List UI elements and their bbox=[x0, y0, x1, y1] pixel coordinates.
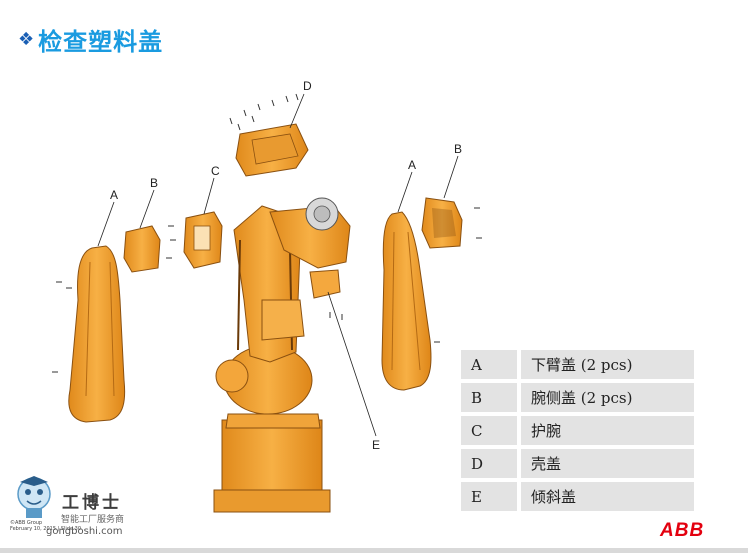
abb-logo: ABB bbox=[660, 520, 705, 541]
part-description: 腕侧盖 (2 pcs) bbox=[521, 383, 694, 412]
lower-arm-cover-left bbox=[68, 245, 126, 423]
screw-set-d bbox=[229, 93, 299, 131]
part-description: 下臂盖 (2 pcs) bbox=[521, 350, 694, 379]
wrist-side-cover-right bbox=[421, 197, 463, 249]
callout-a-right: A bbox=[408, 158, 416, 172]
footer-rule bbox=[0, 548, 748, 553]
abb-copyright: ©ABB Group bbox=[10, 520, 43, 526]
callout-a-left: A bbox=[110, 188, 118, 202]
housing-cover bbox=[235, 123, 309, 177]
part-description: 倾斜盖 bbox=[521, 482, 694, 511]
watermark-logo: 工博士 智能工厂服务商 ©ABB Group February 10, 2015… bbox=[6, 470, 146, 542]
part-code: D bbox=[461, 449, 521, 478]
callout-b-right: B bbox=[454, 142, 462, 156]
table-row: C 护腕 bbox=[461, 416, 694, 445]
part-code: B bbox=[461, 383, 521, 412]
abb-slide-note: ©ABB Group February 10, 2015 | Slide 30 bbox=[10, 520, 81, 532]
parts-table: A 下臂盖 (2 pcs) B 腕侧盖 (2 pcs) C 护腕 D 壳盖 E … bbox=[461, 346, 694, 515]
slide-title: ❖ 检查塑料盖 bbox=[18, 22, 163, 56]
wrist-side-cover-left bbox=[123, 225, 161, 273]
table-row: A 下臂盖 (2 pcs) bbox=[461, 350, 694, 379]
callout-e: E bbox=[372, 438, 380, 452]
part-code: A bbox=[461, 350, 521, 379]
screw-set-misc bbox=[52, 207, 482, 373]
watermark-name: 工博士 bbox=[62, 493, 122, 513]
part-code: E bbox=[461, 482, 521, 511]
table-row: E 倾斜盖 bbox=[461, 482, 694, 511]
mascot-icon bbox=[17, 476, 51, 518]
table-row: D 壳盖 bbox=[461, 449, 694, 478]
abb-slide-date: February 10, 2015 | Slide 30 bbox=[10, 526, 82, 532]
part-code: C bbox=[461, 416, 521, 445]
callout-leaders bbox=[97, 93, 459, 437]
slide-title-text: 检查塑料盖 bbox=[38, 27, 164, 56]
callout-c: C bbox=[211, 164, 220, 178]
watermark-tagline: 智能工厂服务商 bbox=[61, 515, 125, 525]
table-row: B 腕侧盖 (2 pcs) bbox=[461, 383, 694, 412]
callout-d: D bbox=[303, 79, 312, 93]
part-description: 壳盖 bbox=[521, 449, 694, 478]
callout-b-left: B bbox=[150, 176, 158, 190]
wrist-guard bbox=[183, 211, 223, 269]
part-description: 护腕 bbox=[521, 416, 694, 445]
lower-arm-cover-right bbox=[381, 211, 432, 391]
watermark-url: gongboshi.com bbox=[46, 526, 123, 537]
robot-body bbox=[213, 197, 351, 513]
diamond-bullet-icon: ❖ bbox=[18, 28, 35, 50]
